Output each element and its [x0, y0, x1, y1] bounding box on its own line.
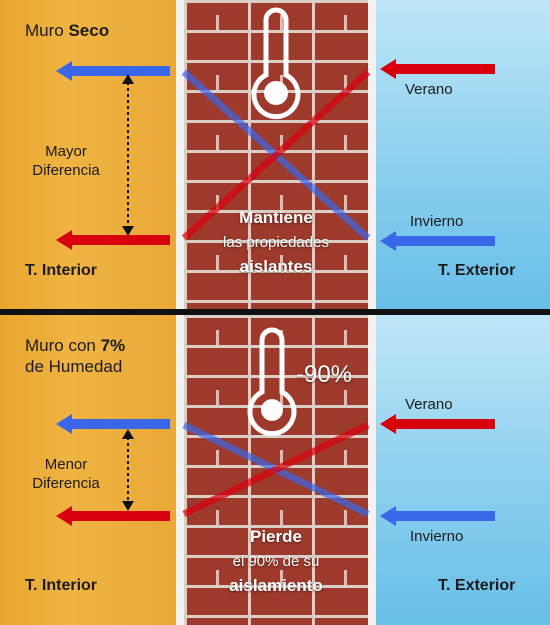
- mortar-right: [368, 315, 376, 625]
- center-line1: Mantiene: [239, 208, 313, 227]
- title-line2: de Humedad: [25, 357, 123, 376]
- mortar-left: [176, 315, 184, 625]
- title-bold: Seco: [68, 21, 110, 40]
- winter-label: Invierno: [410, 213, 464, 230]
- double-arrow-icon: [122, 74, 134, 236]
- difference-label-line1: Mayor: [45, 143, 87, 160]
- panel-title: Muro con 7% de Humedad: [25, 335, 125, 377]
- center-line1: Pierde: [250, 527, 302, 546]
- exterior-label: T. Exterior: [438, 577, 516, 594]
- center-line2: las propiedades: [223, 234, 329, 251]
- summer-label: Verano: [405, 396, 453, 413]
- arrow-left-icon: [380, 231, 495, 251]
- interior-label: T. Interior: [25, 262, 98, 279]
- mortar-left: [176, 0, 184, 309]
- difference-label-line2: Diferencia: [32, 475, 100, 492]
- center-line3: aislantes: [239, 257, 313, 276]
- loss-percentage: -90%: [296, 361, 353, 388]
- arrows-layer: [56, 7, 495, 251]
- mortar-right: [368, 0, 376, 309]
- exterior-label: T. Exterior: [438, 262, 516, 279]
- title-plain: Muro: [25, 21, 69, 40]
- difference-label: Menor Diferencia: [28, 455, 104, 493]
- center-message: Pierde el 90% de su aislamiento: [184, 527, 368, 596]
- interior-zone: [0, 315, 176, 625]
- arrow-left-icon: [380, 414, 495, 434]
- dry-wall-panel: Muro Seco Mayor Diferencia Verano Invier…: [0, 0, 550, 309]
- arrow-left-icon: [56, 230, 170, 250]
- summer-label: Verano: [405, 81, 453, 98]
- exterior-zone: [376, 315, 550, 625]
- interior-zone: [0, 0, 176, 309]
- title-bold: 7%: [100, 336, 126, 355]
- brick-wall: [184, 315, 368, 625]
- title-plain: Muro con: [25, 336, 101, 355]
- thermometer-icon: [247, 327, 297, 437]
- thermometer-icon: [251, 7, 301, 120]
- panel-title: Muro Seco: [25, 20, 109, 41]
- center-line2: el 90% de su: [232, 553, 320, 570]
- arrow-left-icon: [56, 61, 170, 81]
- brick-wall: [184, 0, 368, 309]
- arrow-left-icon: [380, 506, 495, 526]
- arrow-left-icon: [380, 59, 495, 79]
- panel-divider: [0, 309, 550, 315]
- center-line3: aislamiento: [229, 576, 323, 595]
- center-message: Mantiene las propiedades aislantes: [184, 208, 368, 277]
- exterior-zone: [376, 0, 550, 309]
- difference-label: Mayor Diferencia: [28, 142, 104, 180]
- difference-label-line1: Menor: [44, 456, 88, 473]
- winter-label: Invierno: [410, 528, 464, 545]
- double-arrow-icon: [122, 429, 134, 511]
- interior-label: T. Interior: [25, 577, 98, 594]
- summer-path-line: [182, 421, 370, 518]
- difference-label-line2: Diferencia: [32, 162, 100, 179]
- arrows-layer: [56, 327, 495, 526]
- wet-wall-panel: Muro con 7% de Humedad -90% Menor Difere…: [0, 315, 550, 625]
- arrow-left-icon: [56, 506, 170, 526]
- arrow-left-icon: [56, 414, 170, 434]
- summer-path-line: [181, 69, 371, 241]
